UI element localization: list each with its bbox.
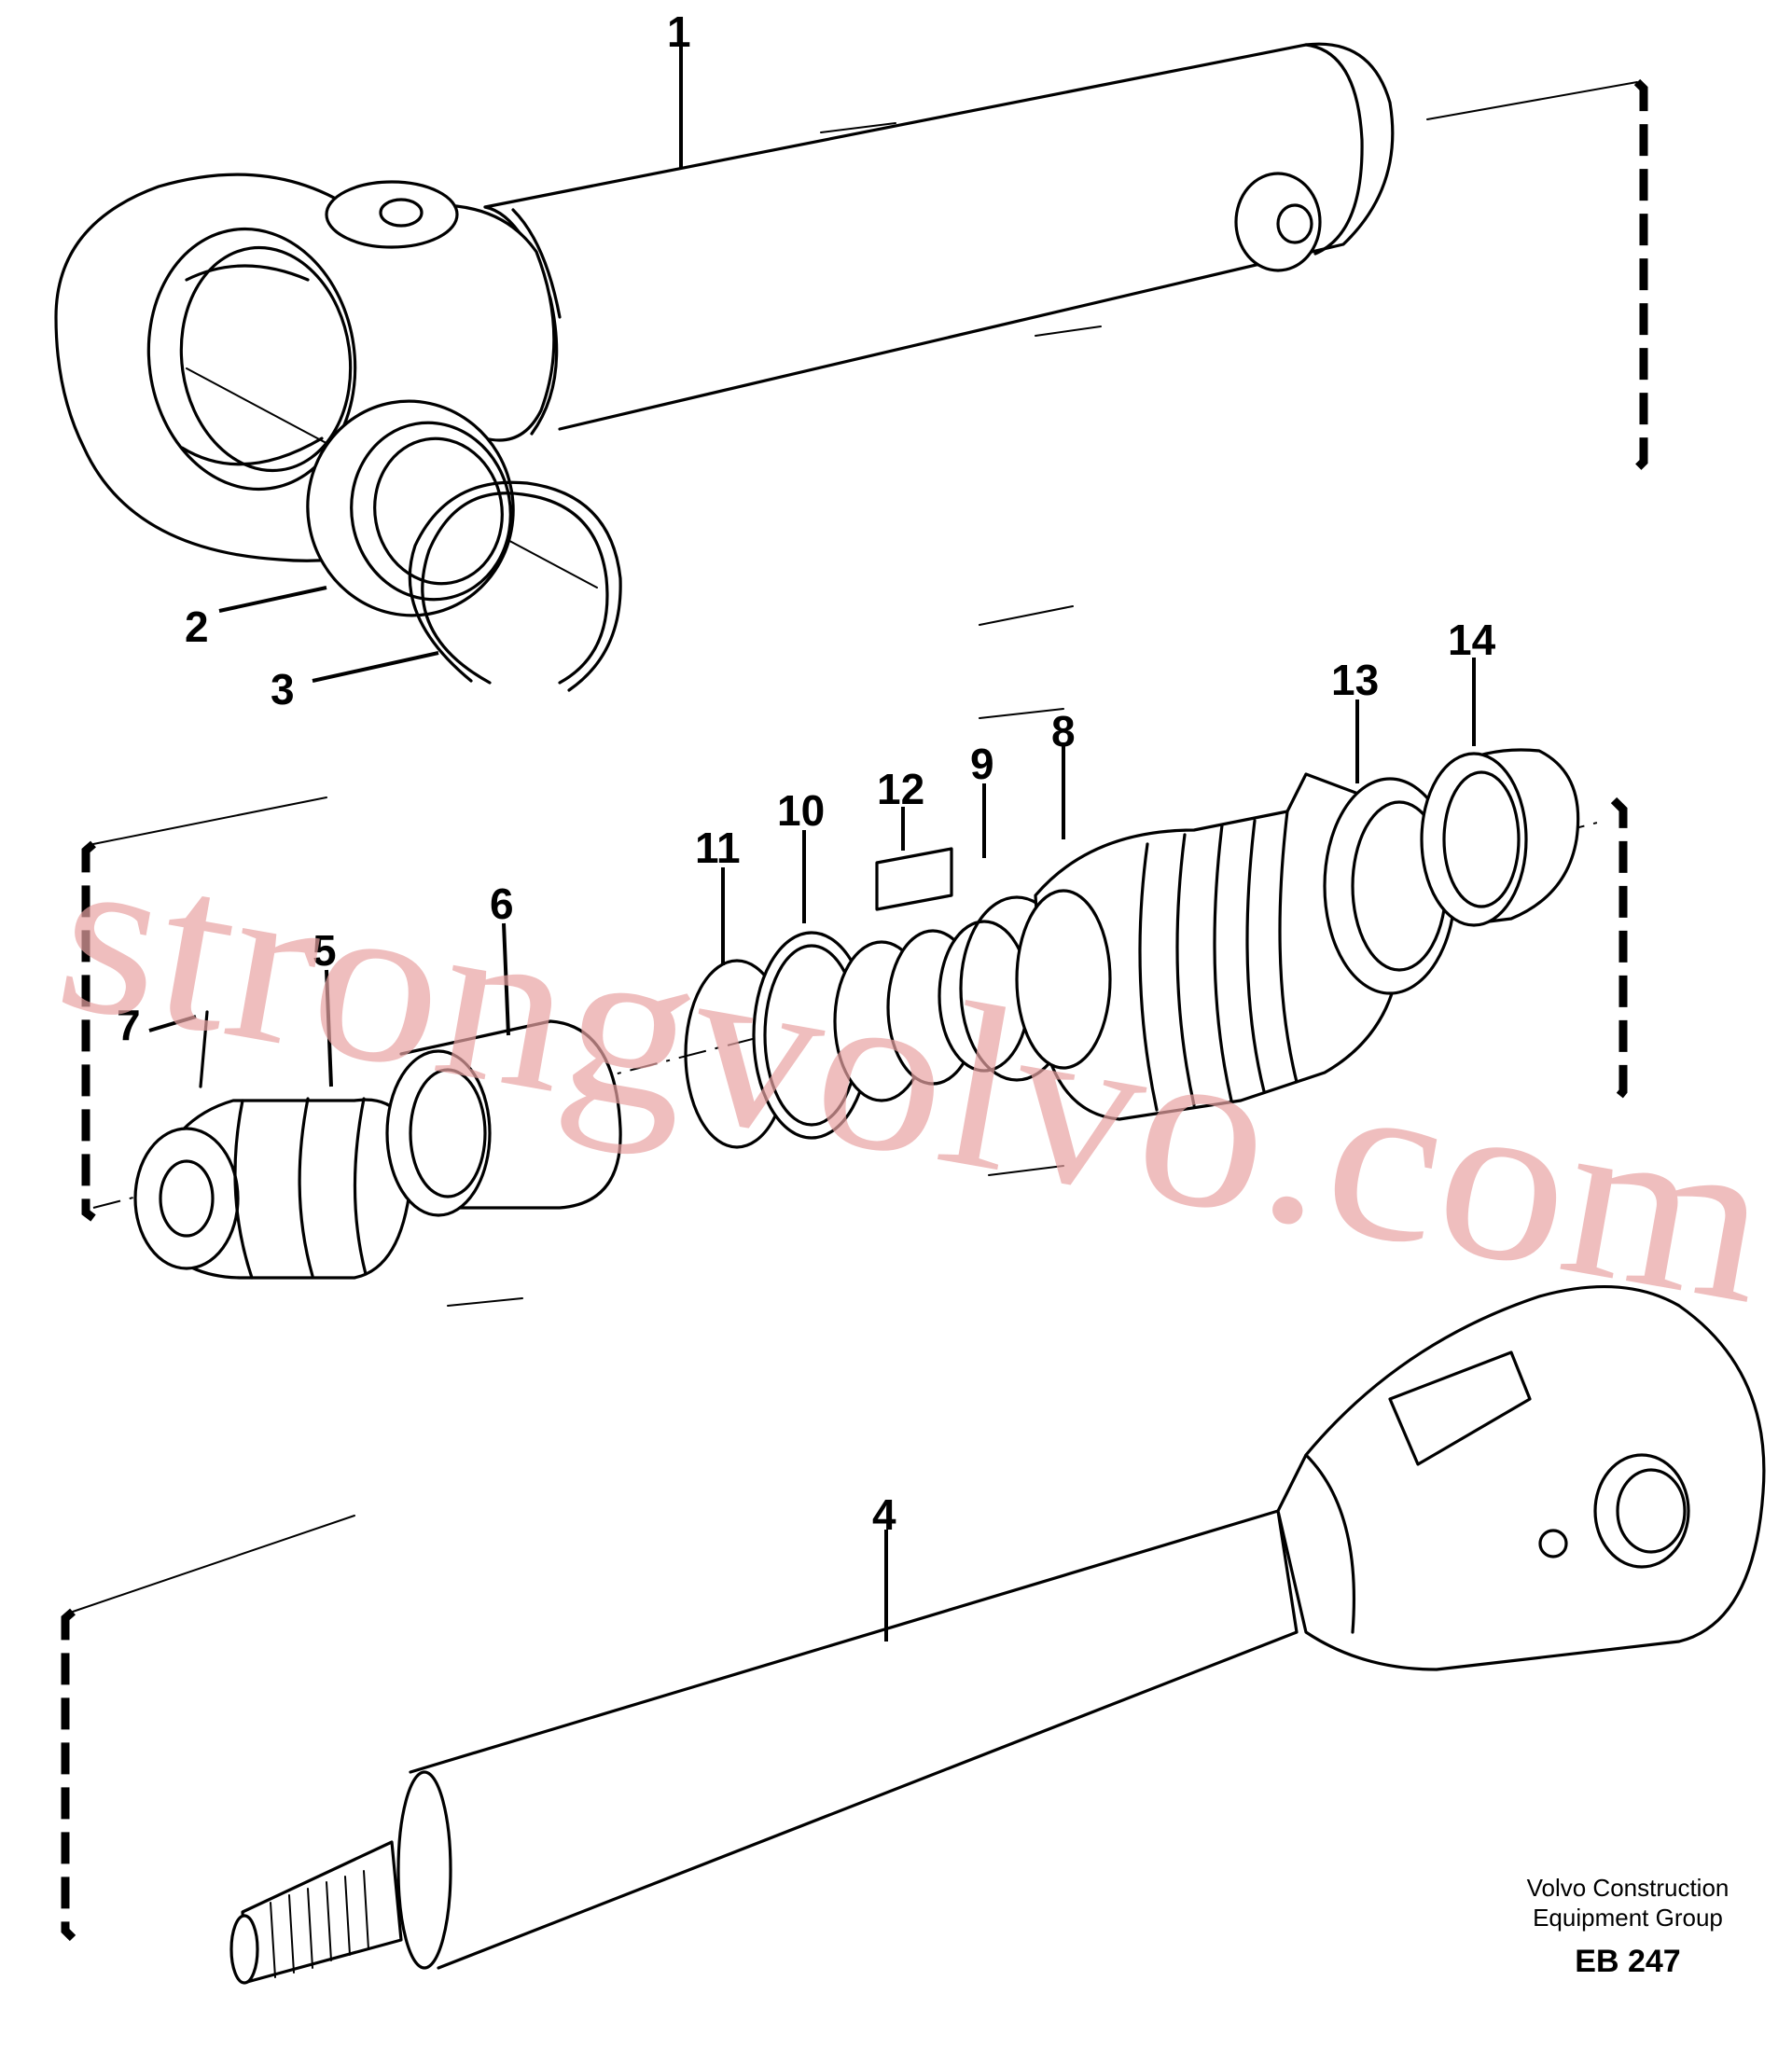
callout-6: 6	[490, 880, 514, 1036]
callout-2: 2	[185, 586, 327, 651]
spherical-bearing	[306, 399, 515, 617]
svg-text:11: 11	[695, 824, 741, 872]
piston-rod	[61, 1285, 1766, 1985]
svg-text:2: 2	[185, 603, 209, 651]
svg-text:6: 6	[490, 880, 514, 928]
svg-text:14: 14	[1448, 616, 1496, 664]
svg-text:12: 12	[877, 765, 924, 813]
callout-14: 14	[1448, 616, 1496, 746]
callout-3: 3	[271, 651, 439, 713]
callout-10: 10	[777, 786, 825, 923]
callout-4: 4	[872, 1490, 896, 1642]
svg-text:3: 3	[271, 665, 295, 713]
piston-assembly	[81, 708, 1628, 1307]
svg-text:5: 5	[313, 926, 337, 975]
svg-text:4: 4	[872, 1490, 896, 1539]
svg-text:8: 8	[1051, 707, 1076, 755]
svg-text:10: 10	[777, 786, 825, 835]
company-name-line2: Equipment Group	[1533, 1904, 1723, 1932]
svg-text:9: 9	[970, 740, 994, 788]
svg-text:1: 1	[667, 7, 691, 56]
callout-11: 11	[695, 824, 741, 965]
svg-text:13: 13	[1331, 656, 1379, 704]
callout-9: 9	[970, 740, 994, 858]
callout-5: 5	[313, 926, 337, 1087]
callout-1: 1	[667, 7, 691, 168]
retaining-ring	[408, 480, 622, 692]
callout-7: 7	[117, 1001, 197, 1049]
company-name-line1: Volvo Construction	[1526, 1874, 1729, 1902]
callout-12: 12	[877, 765, 924, 851]
callout-13: 13	[1331, 656, 1379, 783]
cylinder-barrel	[54, 42, 1648, 626]
callout-8: 8	[1051, 707, 1076, 839]
svg-text:7: 7	[117, 1001, 141, 1049]
drawing-code: EB 247	[1575, 1944, 1681, 1979]
company-credit: Volvo Construction Equipment Group EB 24…	[1493, 1873, 1763, 1980]
